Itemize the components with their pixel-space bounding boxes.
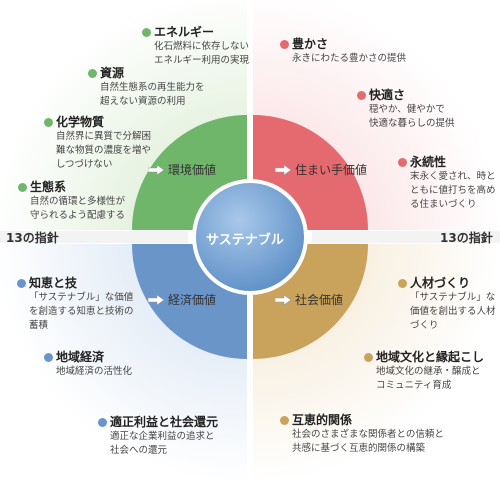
item-desc: 「サステナブル」な価値 を創造する知恵と技術の 蓄積 bbox=[29, 292, 134, 331]
bullet-dot-icon bbox=[88, 69, 97, 78]
value-label-environment: 環境価値 bbox=[148, 161, 216, 178]
item-resources: 資源 自然生態系の再生能力を 超えない資源の利用 bbox=[88, 66, 205, 109]
item-desc: 適正な企業利益の追求と 社会への還元 bbox=[110, 431, 215, 456]
item-desc: 地域文化の継承・醸成と コミュニティ育成 bbox=[376, 366, 481, 391]
bullet-dot-icon bbox=[398, 279, 407, 288]
item-title: 適正利益と社会還元 bbox=[110, 415, 219, 429]
item-desc: 自然界に異質で分解困 難な物質の濃度を増や しつづけない bbox=[56, 131, 152, 170]
item-desc: 自然生態系の再生能力を 超えない資源の利用 bbox=[100, 82, 205, 107]
item-durability: 永続性 末永く愛され、時と ともに値打ちを高め る住まいづくり bbox=[398, 155, 496, 212]
item-regional-economy: 地域経済 地域経済の活性化 bbox=[44, 350, 132, 379]
value-label-economy: 経済価値 bbox=[148, 291, 216, 308]
value-label-text: 環境価値 bbox=[168, 163, 217, 177]
center-label: サステナブル bbox=[206, 233, 284, 248]
guideline-label-left: 13の指針 bbox=[6, 231, 59, 245]
item-ecosystem: 生態系 自然の循環と多様性が 守られるよう配慮する bbox=[18, 180, 125, 223]
item-desc: 社会のさまざまな関係者との信頼と 共感に基づく互恵的関係の構築 bbox=[292, 429, 444, 454]
bullet-dot-icon bbox=[98, 418, 107, 427]
item-richness: 豊かさ 永きにわたる豊かさの提供 bbox=[280, 37, 406, 66]
guideline-bar-right bbox=[312, 231, 500, 243]
item-human-resources: 人材づくり 「サステナブル」な 価値を創出する人材 づくり bbox=[398, 276, 496, 333]
bullet-dot-icon bbox=[280, 416, 289, 425]
item-reciprocal-relations: 互恵的関係 社会のさまざまな関係者との信頼と 共感に基づく互恵的関係の構築 bbox=[280, 413, 444, 456]
item-fair-profit: 適正利益と社会還元 適正な企業利益の追求と 社会への還元 bbox=[98, 415, 218, 458]
bullet-dot-icon bbox=[44, 353, 53, 362]
value-label-society: 社会価値 bbox=[275, 291, 343, 308]
bullet-dot-icon bbox=[357, 91, 366, 100]
bullet-dot-icon bbox=[364, 353, 373, 362]
item-title: エネルギー bbox=[154, 25, 215, 39]
item-title: 化学物質 bbox=[56, 115, 105, 129]
item-comfort: 快適さ 穏やか、健やかで 快適な暮らしの提供 bbox=[357, 88, 455, 131]
arrow-right-icon bbox=[275, 294, 291, 305]
item-desc: 化石燃料に依存しない エネルギー利用の実現 bbox=[154, 41, 250, 66]
item-title: 豊かさ bbox=[292, 37, 329, 51]
guideline-bar-left bbox=[0, 231, 188, 243]
item-desc: 永きにわたる豊かさの提供 bbox=[292, 53, 407, 64]
item-title: 知恵と技 bbox=[29, 276, 78, 290]
item-title: 地域経済 bbox=[56, 350, 105, 364]
item-title: 生態系 bbox=[30, 180, 67, 194]
item-desc: 穏やか、健やかで 快適な暮らしの提供 bbox=[369, 104, 455, 129]
arrow-right-icon bbox=[148, 294, 164, 305]
bullet-dot-icon bbox=[44, 118, 53, 127]
bullet-dot-icon bbox=[280, 40, 289, 49]
bullet-dot-icon bbox=[17, 279, 26, 288]
center-circle bbox=[196, 183, 304, 291]
item-title: 永続性 bbox=[410, 155, 447, 169]
arrow-right-icon bbox=[275, 164, 291, 175]
item-desc: 自然の循環と多様性が 守られるよう配慮する bbox=[30, 196, 126, 221]
guideline-label-right: 13の指針 bbox=[440, 231, 493, 245]
value-label-text: 社会価値 bbox=[295, 293, 344, 307]
value-label-text: 経済価値 bbox=[168, 293, 217, 307]
item-title: 互恵的関係 bbox=[292, 413, 353, 427]
item-title: 資源 bbox=[100, 66, 125, 80]
bullet-dot-icon bbox=[398, 158, 407, 167]
item-title: 地域文化と縁起こし bbox=[376, 350, 485, 364]
item-regional-culture: 地域文化と縁起こし 地域文化の継承・醸成と コミュニティ育成 bbox=[364, 350, 484, 393]
item-wisdom-skill: 知恵と技 「サステナブル」な価値 を創造する知恵と技術の 蓄積 bbox=[17, 276, 134, 333]
bullet-dot-icon bbox=[18, 183, 27, 192]
bullet-dot-icon bbox=[142, 28, 151, 37]
item-title: 快適さ bbox=[369, 88, 406, 102]
item-desc: 地域経済の活性化 bbox=[56, 366, 133, 377]
arrow-right-icon bbox=[148, 164, 164, 175]
item-chemicals: 化学物質 自然界に異質で分解困 難な物質の濃度を増や しつづけない bbox=[44, 115, 151, 172]
item-title: 人材づくり bbox=[410, 276, 471, 290]
value-label-resident: 住まい手価値 bbox=[275, 161, 367, 178]
value-label-text: 住まい手価値 bbox=[295, 163, 368, 177]
item-desc: 末永く愛され、時と ともに値打ちを高め る住まいづくり bbox=[410, 171, 496, 210]
item-energy: エネルギー 化石燃料に依存しない エネルギー利用の実現 bbox=[142, 25, 249, 68]
item-desc: 「サステナブル」な 価値を創出する人材 づくり bbox=[410, 292, 496, 331]
